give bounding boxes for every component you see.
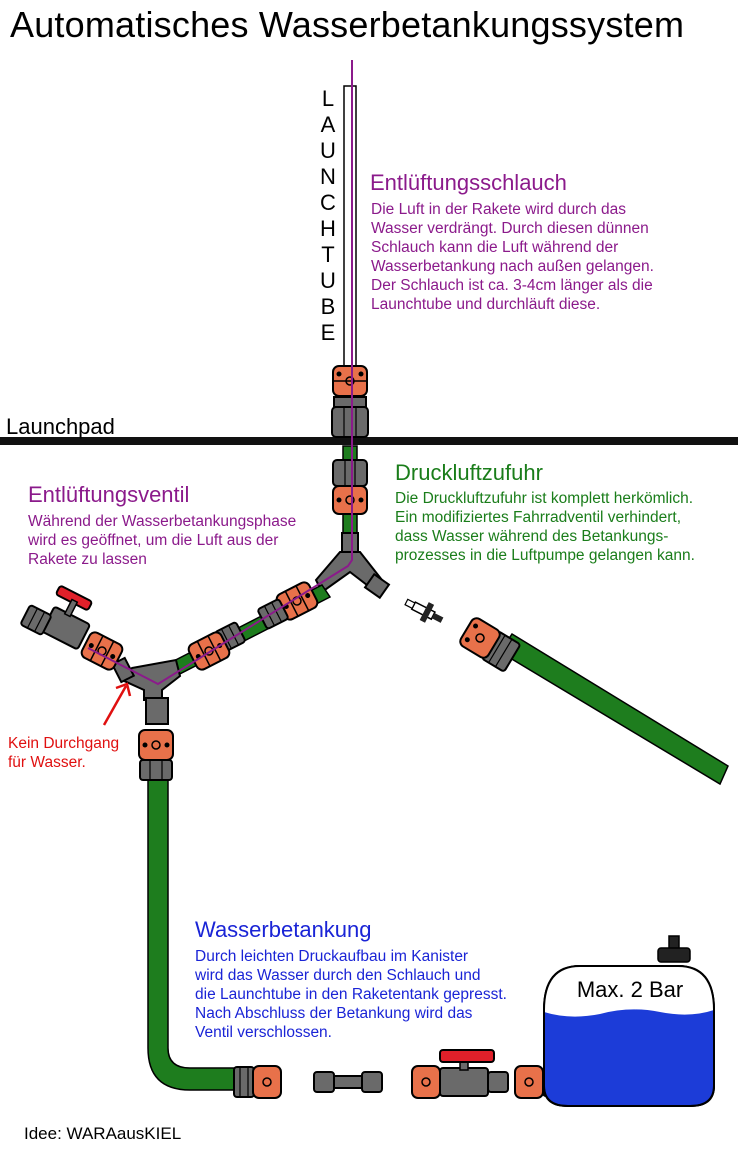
vent-hose-heading: Entlüftungsschlauch <box>370 170 567 195</box>
air-supply-text: Die Druckluftzufuhr ist komplett herköml… <box>395 490 695 564</box>
launchpad-coupling-lower <box>332 485 368 515</box>
vent-hose-text: Die Luft in der Rakete wird durch das Wa… <box>371 201 654 313</box>
no-passage-arrow <box>102 682 132 726</box>
vent-valve-text: Während der Wasserbetankungsphase wird e… <box>28 513 297 568</box>
bicycle-valve <box>404 598 444 623</box>
launchtube-letter: A <box>320 112 336 137</box>
launchtube-letter: C <box>320 190 336 215</box>
vent-hose-line <box>87 60 353 686</box>
launchtube-letter: U <box>320 268 336 293</box>
launchpad-label: Launchpad <box>6 414 115 439</box>
water-tank <box>543 935 715 1107</box>
launchtube-nut-upper <box>331 396 369 438</box>
launchtube <box>343 85 357 377</box>
launchtube-letter: T <box>321 242 335 267</box>
water-fill-heading: Wasserbetankung <box>195 917 372 942</box>
water-fill-text: Durch leichten Druckaufbau im Kanister w… <box>195 948 507 1041</box>
launchtube-coupling-top <box>332 365 368 397</box>
launchpad-bar <box>0 437 738 445</box>
launchtube-letter: E <box>320 320 336 345</box>
launchtube-letter: U <box>320 138 336 163</box>
launchtube-letter: L <box>321 86 335 111</box>
vent-valve-heading: Entlüftungsventil <box>28 482 190 507</box>
tank-pressure-label: Max. 2 Bar <box>576 977 684 1002</box>
credit-text: Idee: WARAausKIEL <box>24 1124 182 1143</box>
lower-vertical-coupling <box>138 729 174 781</box>
bottom-shutoff-valve <box>411 1049 509 1099</box>
launchtube-letter: H <box>320 216 336 241</box>
y-fitting-right <box>314 532 391 600</box>
air-supply-hose <box>459 617 729 786</box>
vent-valve <box>19 585 126 673</box>
bottom-connector-nipple <box>313 1071 383 1093</box>
launchtube-letter: B <box>320 294 336 319</box>
launchpad-nut-lower <box>332 459 368 487</box>
no-passage-note: Kein Durchgang für Wasser. <box>8 735 120 771</box>
page-title: Automatisches Wasserbetankungssystem <box>10 4 685 45</box>
air-supply-heading: Druckluftzufuhr <box>395 460 543 485</box>
bottom-coupling-1 <box>233 1065 282 1099</box>
launchtube-letter: N <box>320 164 336 189</box>
